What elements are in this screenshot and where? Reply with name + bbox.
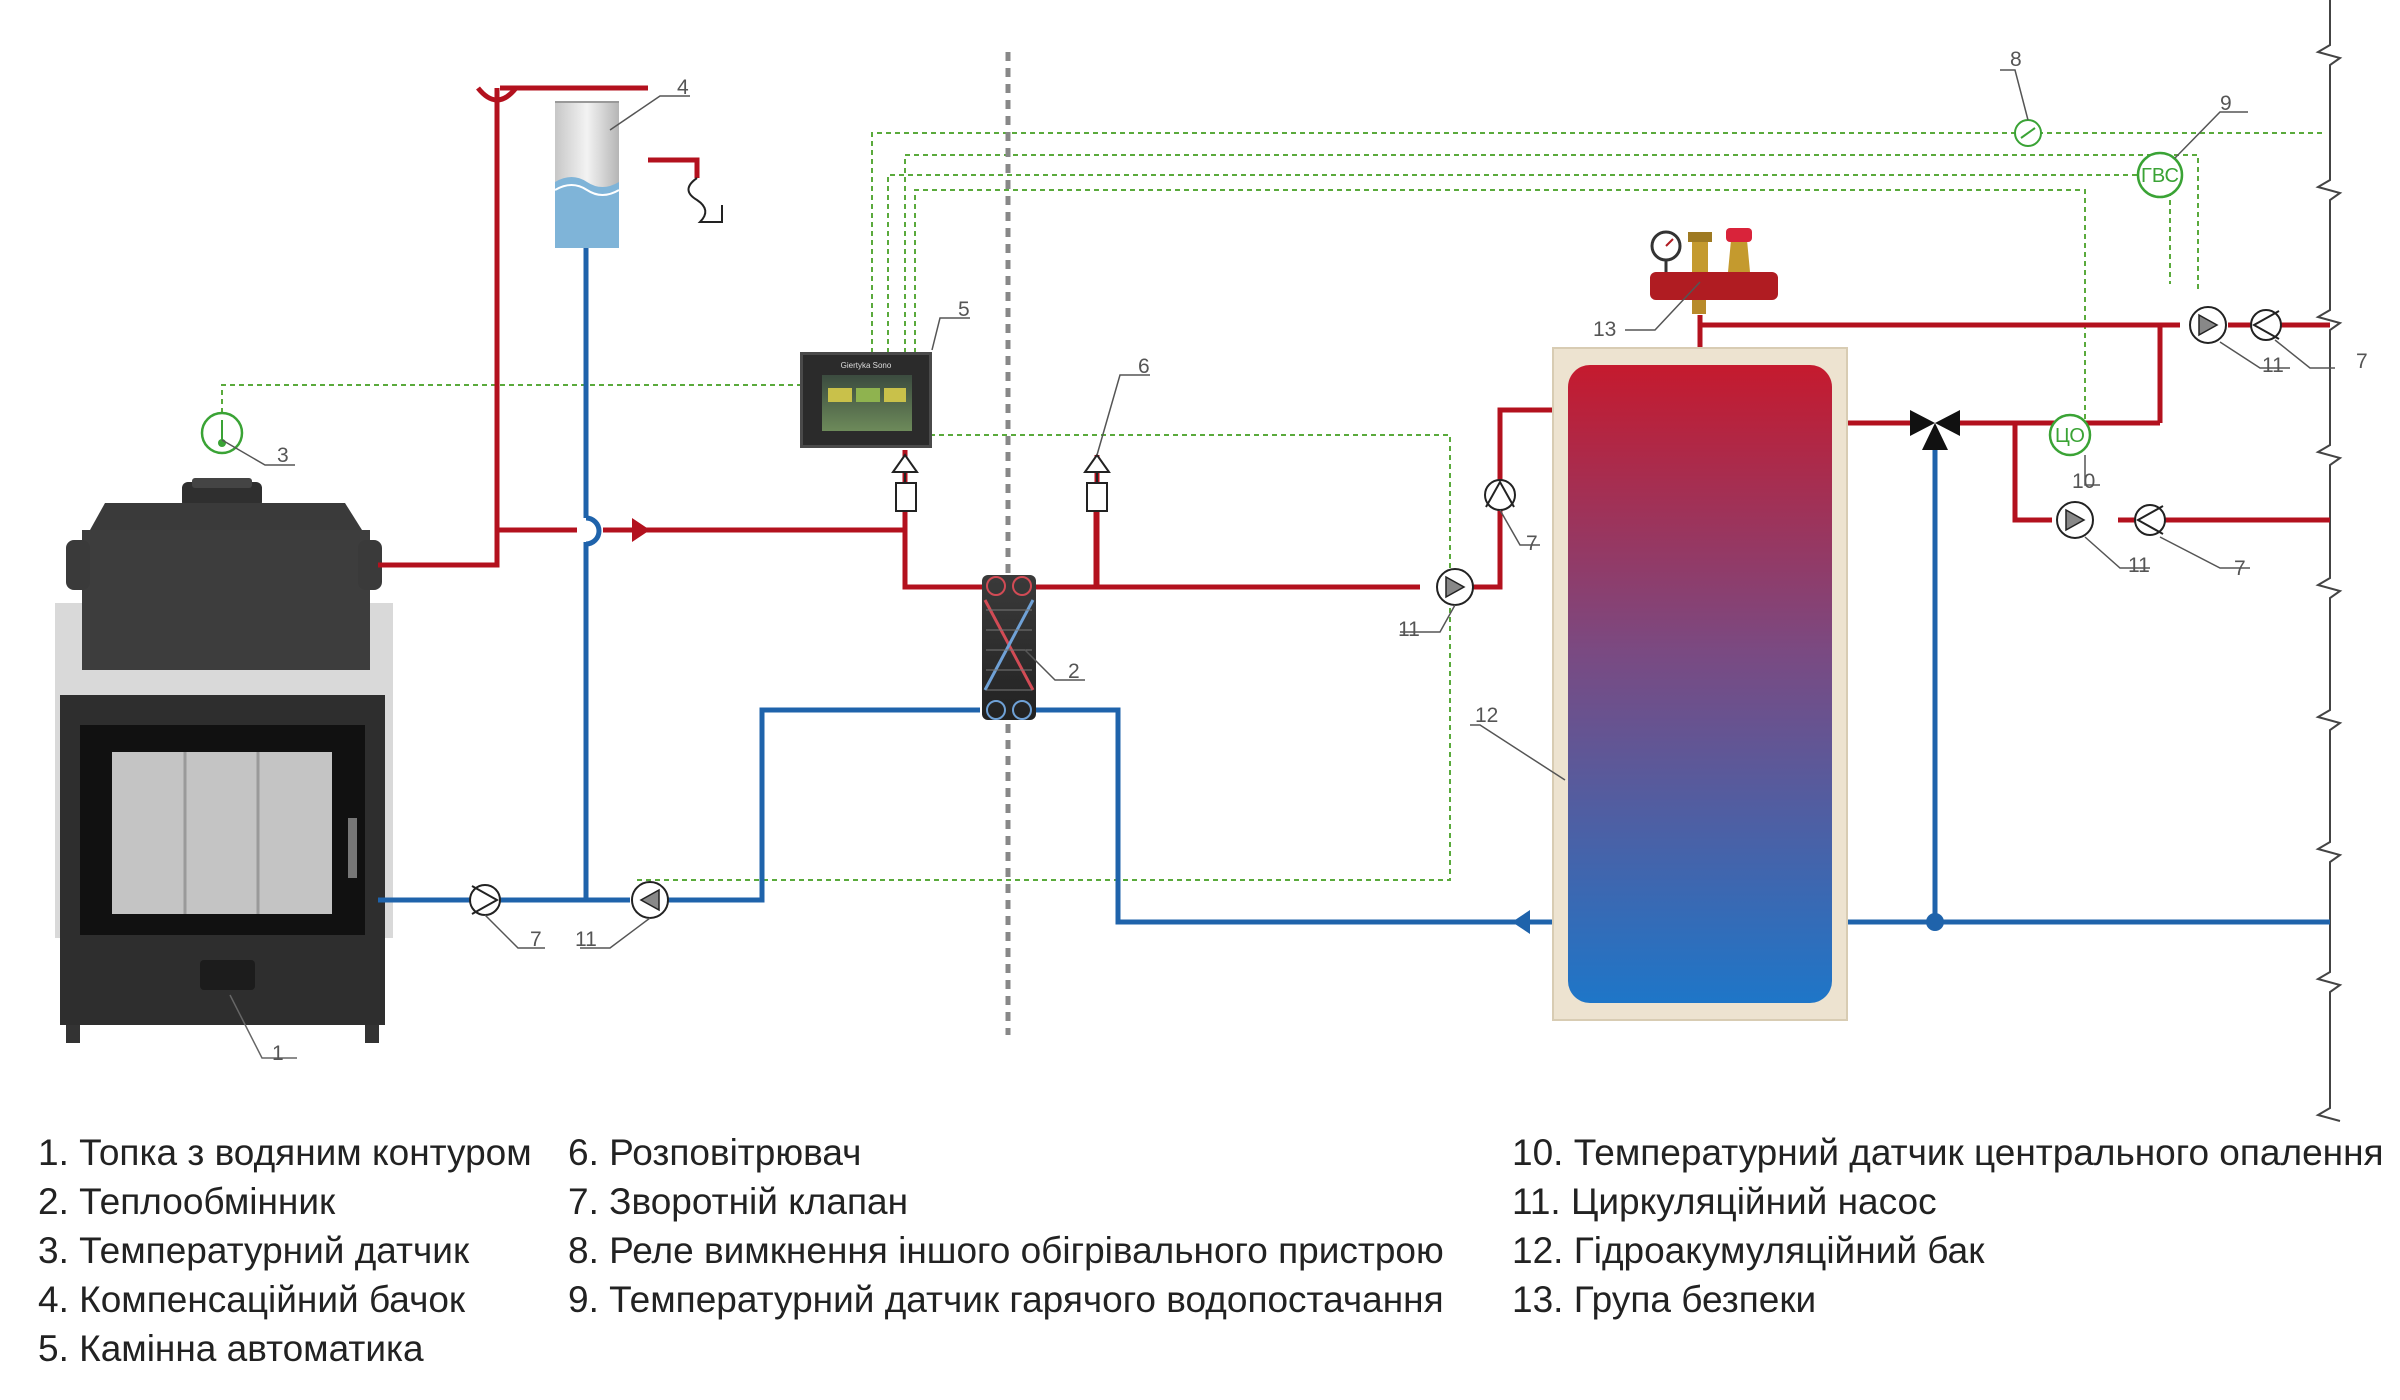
fireplace-insert (55, 478, 393, 1059)
callout-7-tank: 7 (1526, 532, 1538, 555)
callout-numbers: 1 2 3 4 5 6 7 11 11 7 12 13 8 9 10 11 7 … (272, 48, 2368, 1065)
cold-return-pipes (378, 245, 2330, 925)
legend-item: 7. Зворотній клапан (568, 1181, 909, 1222)
legend-item: 5. Камінна автоматика (38, 1328, 424, 1369)
dhw-temp-sensor: ГВС (2136, 151, 2184, 199)
signal-wires (221, 132, 2322, 881)
fireplace-temp-sensor (200, 411, 244, 455)
check-valve-ch (2134, 504, 2166, 536)
pump-dhw (2189, 306, 2227, 344)
callout-13: 13 (1593, 318, 1616, 341)
callout-10: 10 (2072, 470, 2095, 493)
legend-column-2: 6. Розповітрювач 7. Зворотній клапан 8. … (568, 1128, 1444, 1324)
legend-item: 11. Циркуляційний насос (1512, 1181, 1937, 1222)
ch-sensor-label: ЦО (2055, 425, 2085, 447)
legend-item: 12. Гідроакумуляційний бак (1512, 1230, 1985, 1271)
legend-item: 10. Температурний датчик центрального оп… (1512, 1132, 2384, 1173)
callout-5: 5 (958, 298, 970, 321)
callout-9: 9 (2220, 92, 2232, 115)
callout-leaders (221, 69, 2335, 949)
legend-item: 9. Температурний датчик гарячого водопос… (568, 1279, 1444, 1320)
callout-11-tank: 11 (1398, 618, 1420, 641)
expansion-tank (554, 101, 620, 248)
callout-1: 1 (272, 1042, 284, 1065)
air-vent-right (1083, 453, 1111, 512)
check-valve-boiler (469, 884, 501, 916)
drain-hook (687, 177, 723, 223)
legend-column-1: 1. Топка з водяним контуром 2. Теплообмі… (38, 1128, 532, 1373)
callout-2: 2 (1068, 660, 1080, 683)
pipe-crossover-gap (578, 518, 594, 542)
flow-arrow-cold (1512, 910, 1530, 934)
ch-temp-sensor: ЦО (2048, 413, 2092, 457)
callout-3: 3 (277, 444, 289, 467)
legend-item: 3. Температурний датчик (38, 1230, 470, 1271)
overflow-funnel (476, 86, 518, 103)
fireplace-controller: Giertyka Sono (800, 352, 932, 448)
legend-column-3: 10. Температурний датчик центрального оп… (1512, 1128, 2384, 1324)
three-way-valve (1910, 410, 1960, 450)
callout-7-ch: 7 (2234, 557, 2246, 580)
callout-6: 6 (1138, 355, 1150, 378)
callout-11-dhw: 11 (2262, 354, 2284, 377)
safety-group (1650, 228, 1778, 314)
check-valve-tank (1484, 479, 1516, 511)
legend-item: 8. Реле вимкнення іншого обігрівального … (568, 1230, 1444, 1271)
pipe-junction (1926, 913, 1944, 931)
hot-supply-pipes (378, 85, 2330, 590)
hex-hot-ports (902, 505, 908, 530)
callout-12: 12 (1475, 704, 1498, 727)
buffer-tank (1552, 347, 1848, 1021)
air-vent-left (891, 453, 919, 512)
legend-item: 1. Топка з водяним контуром (38, 1132, 532, 1173)
pipe-crossover (585, 515, 602, 547)
pump-tank-charge (1436, 568, 1474, 606)
legend-item: 2. Теплообмінник (38, 1181, 336, 1222)
plate-heat-exchanger (982, 575, 1036, 720)
pump-boiler-circuit (631, 881, 669, 919)
callout-11-ch: 11 (2128, 554, 2150, 577)
building-wall (2315, 0, 2343, 1122)
dhw-sensor-label: ГВС (2141, 165, 2179, 187)
relay-other-heater (2014, 119, 2042, 147)
callout-8: 8 (2010, 48, 2022, 71)
legend-item: 4. Компенсаційний бачок (38, 1279, 466, 1320)
flow-arrow-hot (632, 518, 650, 542)
check-valve-dhw (2250, 309, 2282, 341)
callout-11-boiler: 11 (575, 928, 597, 951)
legend-item: 6. Розповітрювач (568, 1132, 862, 1173)
pump-central-heating (2056, 501, 2094, 539)
callout-7-boiler: 7 (530, 928, 542, 951)
legend-item: 13. Група безпеки (1512, 1279, 1817, 1320)
callout-7-dhw: 7 (2356, 350, 2368, 373)
callout-4: 4 (677, 76, 689, 99)
controller-brand: Giertyka Sono (841, 361, 892, 370)
